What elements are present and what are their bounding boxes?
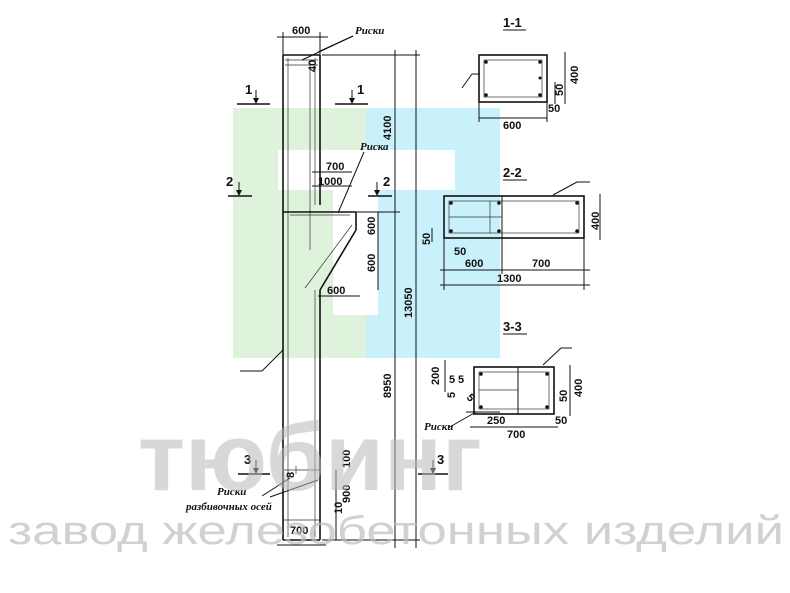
section-1-1-title: 1-1 [503,15,522,30]
dim-top-600: 600 [277,25,328,55]
dim-bot-8: 8 [285,472,297,478]
watermark-subtitle: завод железобетонных изделий [8,509,784,553]
dim-console-600a: 600 [366,217,378,235]
s22-50a: 50 [421,233,433,245]
s33-5b: 5 [458,374,464,386]
section-3-3: 3-3 200 5 5 5 5 250 700 400 50 50 Риски [424,319,585,441]
cut-2-left-label: 2 [226,174,233,189]
dim-console-600b: 600 [366,254,378,272]
s11-height-400: 400 [569,66,581,84]
cut-1-right-label: 1 [357,82,364,97]
cut-3-right-label: 3 [437,452,444,467]
section-3-3-title: 3-3 [503,319,522,334]
console-dims: 700 1000 600 600 600 [312,161,379,297]
bottom-dims: 100 900 10 8 700 [277,450,353,546]
s11-width-600: 600 [503,120,521,132]
s22-height-400: 400 [590,212,602,230]
dim-top-width-label: 600 [292,25,310,37]
note-riski-top: Риски [355,25,384,37]
s33-50b: 50 [555,415,567,427]
logo-white-stem [333,190,378,315]
s22-width-600: 600 [465,258,483,270]
section-2-2-title: 2-2 [503,165,522,180]
dim-top-40: 40 [307,60,319,72]
s22-width-700: 700 [532,258,550,270]
leader-column-d [261,349,284,372]
dim-bot-900: 900 [341,485,353,503]
note-riska-mid: Риска [360,141,389,153]
cut-mark-3: 3 3 [238,452,448,475]
s11-50b: 50 [548,103,560,115]
note-riski-33: Риски [424,421,453,433]
dim-8950: 8950 [382,374,394,398]
cut-mark-2: 2 2 [226,174,392,197]
dim-13050: 13050 [403,287,415,318]
cut-3-left-label: 3 [244,452,251,467]
s33-5a: 5 [449,374,455,386]
s33-width-700: 700 [507,429,525,441]
note-riski-bottom-1: Риски [217,486,246,498]
section-1-1: 1-1 600 400 50 50 [461,15,581,132]
dim-bot-100: 100 [341,450,353,468]
cut-2-right-label: 2 [383,174,390,189]
s22-width-1300: 1300 [497,273,521,285]
cut-1-left-label: 1 [245,82,252,97]
s11-50a: 50 [554,84,566,96]
s33-5c: 5 [446,392,458,398]
s33-height-400: 400 [573,379,585,397]
column-elevation [282,54,357,541]
dim-bottom-700: 700 [290,525,308,537]
s33-200: 200 [430,367,442,385]
cut-mark-1: 1 1 [237,82,368,105]
dim-console-1000: 1000 [318,176,342,188]
dim-4100: 4100 [382,116,394,140]
s33-50a: 50 [558,390,570,402]
dim-bot-10: 10 [333,502,345,514]
s33-250: 250 [487,415,505,427]
dim-console-600c: 600 [327,285,345,297]
dim-verticals: 4100 13050 8950 [322,50,420,548]
section-2-2: 2-2 400 50 50 600 700 1300 [421,165,602,290]
s22-50b: 50 [454,246,466,258]
note-riski-bottom-2: разбивочных осей [185,501,272,513]
watermark-title: тюбинг [138,404,482,511]
dim-console-700: 700 [326,161,344,173]
logo-white-bar [278,150,455,190]
